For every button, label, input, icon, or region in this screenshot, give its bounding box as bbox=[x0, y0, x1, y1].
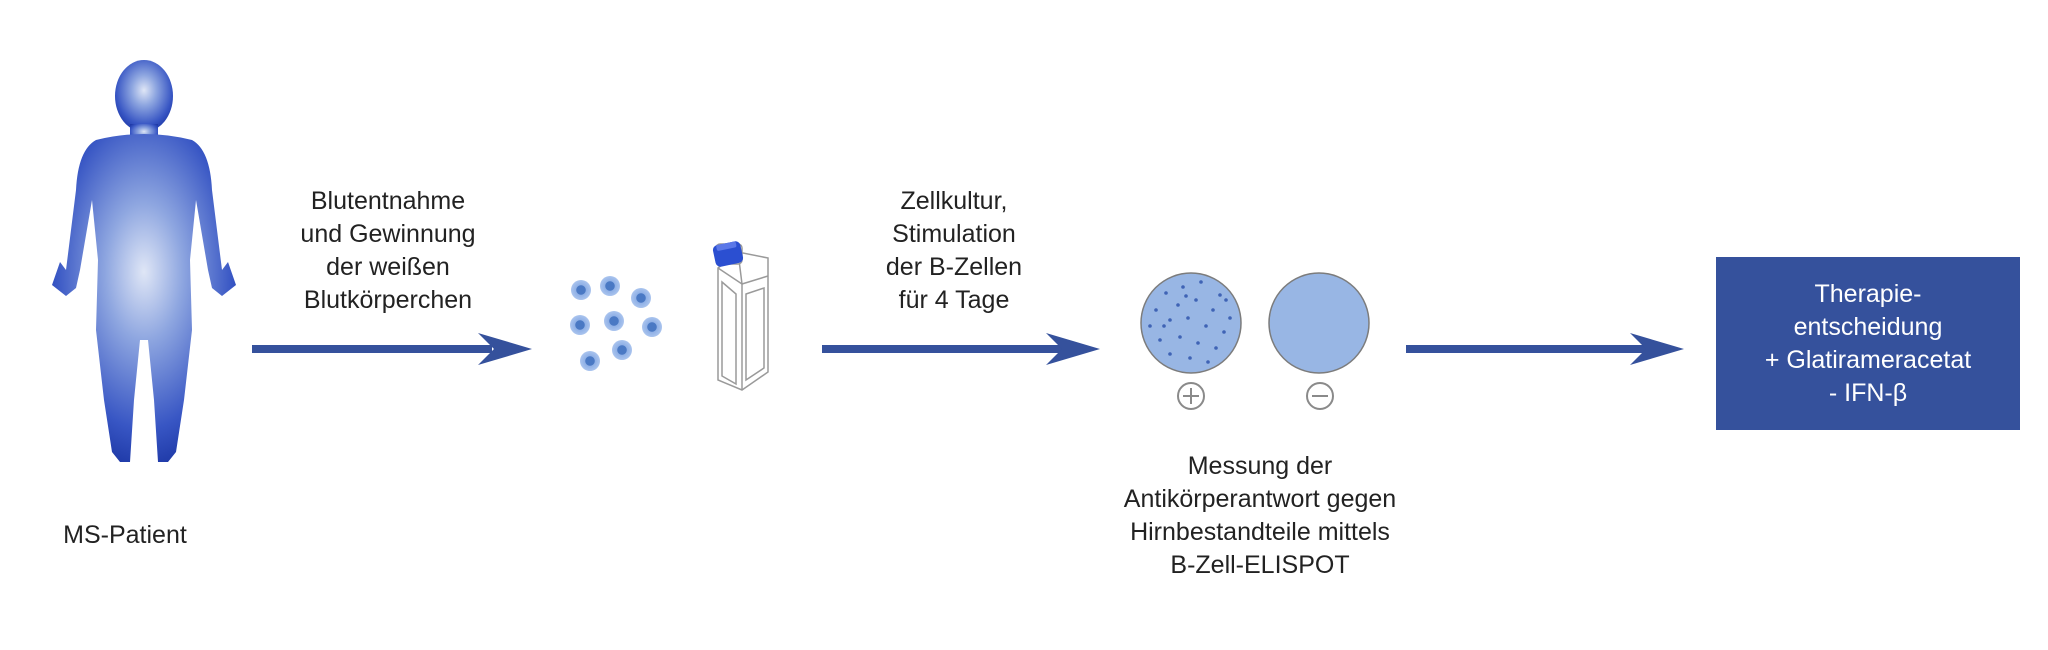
arrow-2 bbox=[822, 333, 1100, 365]
step1-line: der weißen bbox=[326, 253, 450, 281]
step3-line: Hirnbestandteile mittels bbox=[1130, 518, 1390, 546]
patient-figure-icon bbox=[52, 60, 236, 462]
result-line: entscheidung bbox=[1793, 312, 1943, 341]
step1-line: Blutentnahme bbox=[310, 187, 466, 215]
step3-line: Messung der bbox=[1187, 452, 1333, 480]
step3-label: Messung der Antikörperantwort gegen Hirn… bbox=[1070, 450, 1450, 582]
step1-line: und Gewinnung bbox=[300, 220, 476, 248]
blood-cells-icon bbox=[570, 276, 662, 371]
elispot-well-negative bbox=[1268, 272, 1370, 374]
result-line: Therapie- bbox=[1814, 279, 1922, 308]
step2-line: der B-Zellen bbox=[885, 253, 1023, 281]
arrow-3 bbox=[1406, 333, 1684, 365]
step2-label: Zellkultur, Stimulation der B-Zellen für… bbox=[834, 185, 1074, 317]
flask-cap-icon bbox=[712, 241, 744, 267]
step3-line: B-Zell-ELISPOT bbox=[1170, 551, 1350, 579]
therapy-decision-box: Therapie- entscheidung + Glatirameraceta… bbox=[1716, 257, 2020, 430]
step1-line: Blutkörperchen bbox=[303, 286, 473, 314]
elispot-well-positive bbox=[1140, 272, 1242, 374]
plus-icon bbox=[1177, 382, 1205, 410]
step1-label: Blutentnahme und Gewinnung der weißen Bl… bbox=[268, 185, 508, 317]
step2-line: für 4 Tage bbox=[898, 286, 1010, 314]
patient-label: MS-Patient bbox=[45, 519, 205, 552]
arrow-1 bbox=[252, 333, 532, 365]
step2-line: Zellkultur, bbox=[900, 187, 1008, 215]
step3-line: Antikörperantwort gegen bbox=[1123, 485, 1397, 513]
patient-label-text: MS-Patient bbox=[63, 521, 187, 549]
step2-line: Stimulation bbox=[892, 220, 1016, 248]
result-line: + Glatirameracetat bbox=[1764, 345, 1972, 374]
minus-icon bbox=[1306, 382, 1334, 410]
result-line: - IFN-β bbox=[1828, 378, 1908, 407]
